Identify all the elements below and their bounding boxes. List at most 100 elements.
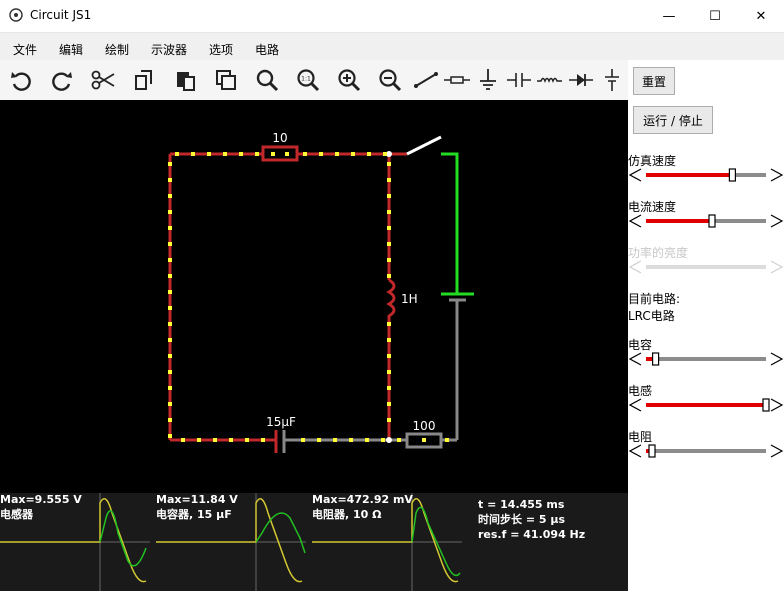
battery-icon [605, 69, 619, 91]
inductor-label: 1H [401, 292, 418, 306]
current-circuit-name: LRC电路 [628, 309, 675, 323]
resistor-top[interactable] [261, 145, 299, 162]
current-circuit-label: 目前电路: [628, 292, 681, 306]
slider-track[interactable] [646, 357, 766, 361]
diode-icon [569, 74, 593, 86]
sim-speed-label: 仿真速度 [628, 154, 677, 168]
scope1-max: Max=9.555 V [0, 493, 82, 506]
capacitance-slider[interactable] [628, 352, 784, 366]
inductor-button[interactable] [534, 64, 566, 96]
menu-options[interactable]: 选项 [209, 43, 234, 57]
menu-bar: 文件 编辑 绘制 示波器 选项 电路 [0, 32, 784, 61]
slider-fill[interactable] [646, 403, 766, 407]
cut-button[interactable] [87, 64, 119, 96]
inductance-slider[interactable] [628, 398, 784, 412]
paste-button[interactable] [169, 64, 201, 96]
power-brightness-label: 功率的亮度 [628, 246, 689, 260]
zoom-out-button[interactable] [374, 64, 406, 96]
menu-scopes[interactable]: 示波器 [151, 43, 188, 57]
capacitor-icon [507, 73, 531, 87]
switch-blade[interactable] [406, 135, 442, 156]
duplicate-button[interactable] [210, 64, 242, 96]
menu-circuits[interactable]: 电路 [255, 43, 280, 57]
copy-icon [135, 70, 152, 90]
ground-icon [480, 69, 496, 90]
scope1-name: 电感器 [0, 508, 33, 521]
circuit-diagram[interactable]: 10 1H 15μF 100 [0, 100, 628, 591]
sim-speed-slider[interactable] [628, 168, 784, 182]
slider-track [646, 265, 766, 269]
scope2-voltage [156, 498, 303, 583]
undo-button[interactable] [5, 64, 37, 96]
paste-icon [177, 72, 195, 91]
resistor-button[interactable] [441, 64, 473, 96]
copy-button[interactable] [128, 64, 160, 96]
slider-right-arrow-icon [770, 260, 784, 274]
circuit-canvas[interactable]: 10 1H 15μF 100 [0, 100, 628, 591]
zoom-in-button[interactable] [333, 64, 365, 96]
redo-button[interactable] [46, 64, 78, 96]
current-speed-slider[interactable] [628, 214, 784, 228]
slider-fill[interactable] [646, 219, 712, 223]
menu-draw[interactable]: 绘制 [105, 43, 130, 57]
power-brightness-slider [628, 260, 784, 274]
duplicate-icon [216, 70, 236, 90]
zoom-icon [256, 69, 279, 92]
scope2-name: 电容器, 15 μF [156, 508, 232, 521]
scope2-current [255, 512, 306, 554]
minimize-icon: — [662, 8, 676, 24]
info-time: t = 14.455 ms [478, 498, 565, 511]
capacitor-button[interactable] [503, 64, 535, 96]
inductor[interactable] [386, 278, 396, 318]
slider-right-arrow-icon[interactable] [770, 352, 784, 366]
battery-button[interactable] [596, 64, 628, 96]
slider-thumb[interactable] [708, 214, 716, 228]
current-speed-label: 电流速度 [628, 200, 677, 214]
zoom-button[interactable] [251, 64, 283, 96]
slider-fill[interactable] [646, 173, 733, 177]
cut-icon [91, 70, 115, 90]
slider-right-arrow-icon[interactable] [770, 168, 784, 182]
zoom-out-icon [379, 69, 402, 92]
menu-edit[interactable]: 编辑 [59, 43, 84, 57]
current-dots [168, 152, 449, 442]
slider-left-arrow-icon[interactable] [628, 398, 642, 412]
slider-thumb[interactable] [762, 398, 770, 412]
undo-icon [11, 72, 31, 91]
menu-file[interactable]: 文件 [13, 43, 38, 57]
scope2-max: Max=11.84 V [156, 493, 238, 506]
slider-left-arrow-icon [628, 260, 642, 274]
slider-right-arrow-icon[interactable] [770, 444, 784, 458]
wire-right-upper[interactable] [441, 152, 459, 293]
resistance-slider[interactable] [628, 444, 784, 458]
zoom-100-button[interactable]: 1:1 [292, 64, 324, 96]
reset-button[interactable]: 重置 [633, 67, 675, 95]
run-stop-button[interactable]: 运行 / 停止 [633, 106, 713, 134]
junction-top [386, 151, 392, 157]
slider-thumb[interactable] [652, 352, 660, 366]
window-title: Circuit JS1 [30, 8, 92, 22]
maximize-button[interactable]: ☐ [692, 0, 738, 32]
close-button[interactable]: ✕ [738, 0, 784, 32]
slider-right-arrow-icon[interactable] [770, 214, 784, 228]
slider-fill[interactable] [646, 357, 656, 361]
wire-icon [414, 72, 438, 88]
resistor-bottom[interactable] [405, 432, 443, 449]
slider-left-arrow-icon[interactable] [628, 168, 642, 182]
slider-left-arrow-icon[interactable] [628, 444, 642, 458]
scope1-current [99, 509, 147, 567]
slider-right-arrow-icon[interactable] [770, 398, 784, 412]
close-icon: ✕ [755, 8, 767, 24]
slider-thumb[interactable] [648, 444, 656, 458]
resistance-label: 电阻 [628, 430, 653, 444]
info-timestep: 时间步长 = 5 μs [478, 513, 566, 526]
slider-left-arrow-icon[interactable] [628, 352, 642, 366]
slider-thumb[interactable] [728, 168, 737, 182]
diode-button[interactable] [565, 64, 597, 96]
ground-button[interactable] [472, 64, 504, 96]
slider-track[interactable] [646, 449, 766, 453]
resistor-icon [444, 76, 470, 84]
wire-button[interactable] [410, 64, 442, 96]
minimize-button[interactable]: — [646, 0, 692, 32]
slider-left-arrow-icon[interactable] [628, 214, 642, 228]
